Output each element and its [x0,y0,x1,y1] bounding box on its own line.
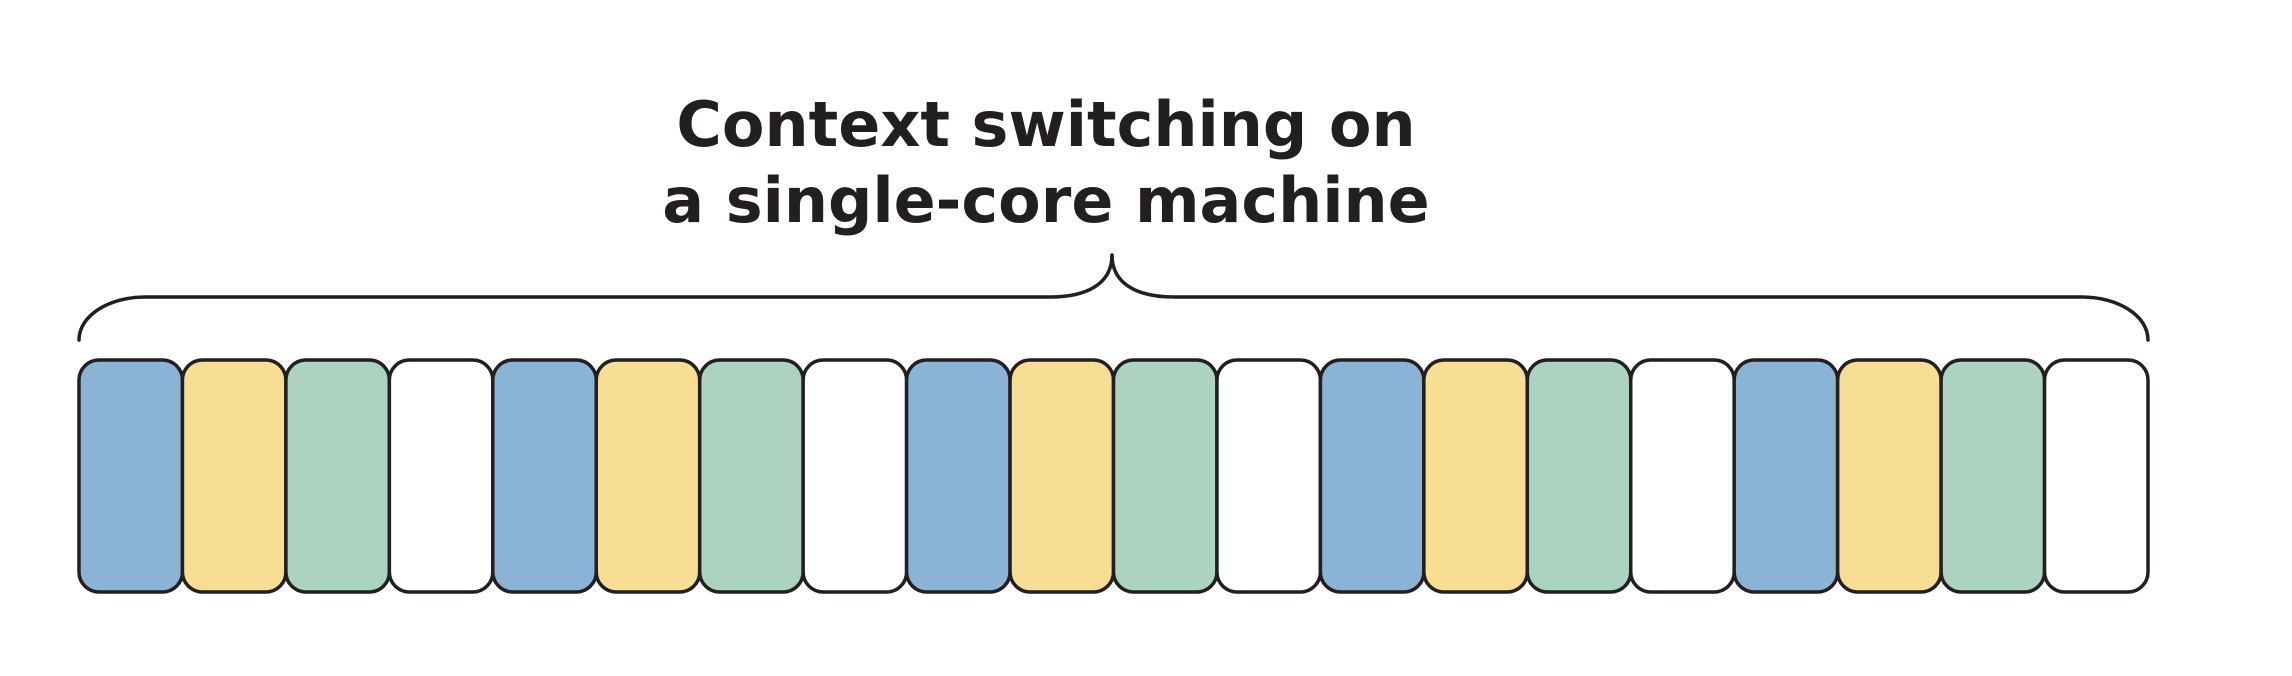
time-slice-17-task-a [1732,358,1840,594]
time-slice-7-task-c [697,358,805,594]
time-slice-10-task-b [1008,358,1116,594]
time-slice-13-task-a [1318,358,1426,594]
time-slice-8-task-d [801,358,909,594]
time-slice-4-task-d [387,358,495,594]
title-line-1: Context switching on [676,88,1415,161]
time-slices-row [77,358,2150,594]
time-slice-11-task-c [1111,358,1219,594]
time-slice-3-task-c [284,358,392,594]
time-slice-16-task-d [1629,358,1736,594]
time-slice-1-task-a [77,358,185,594]
time-slice-5-task-a [491,358,598,594]
time-slice-12-task-d [1215,358,1323,594]
time-slice-2-task-b [180,358,288,594]
time-slice-19-task-c [1939,358,2047,594]
diagram-title: Context switching on a single-core machi… [662,88,1429,237]
time-slice-6-task-b [594,358,702,594]
curly-brace [77,253,2150,342]
time-slice-14-task-b [1422,358,1530,594]
time-slice-18-task-b [1835,358,1943,594]
title-line-2: a single-core machine [662,164,1429,237]
time-slice-20-task-d [2042,358,2150,594]
time-slice-9-task-a [904,358,1012,594]
time-slice-15-task-c [1525,358,1633,594]
